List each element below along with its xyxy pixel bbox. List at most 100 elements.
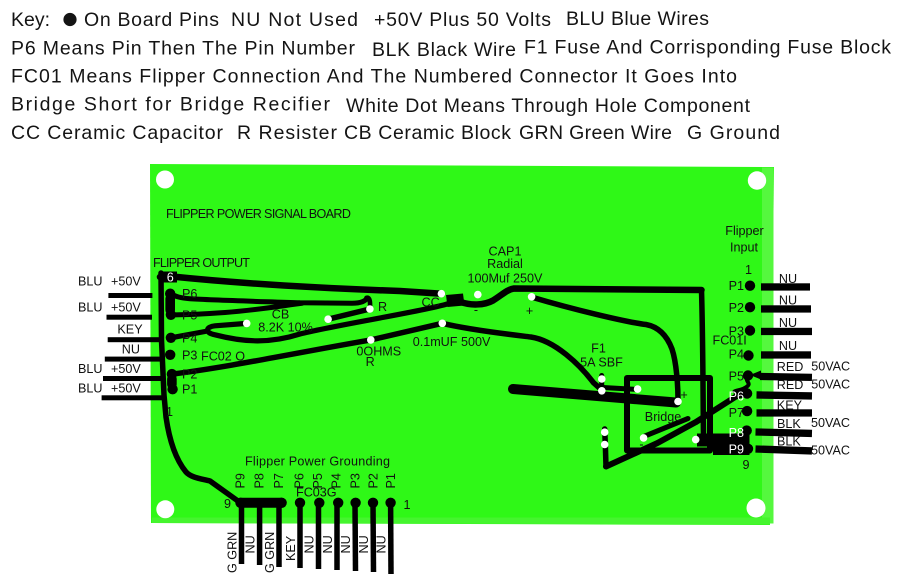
svg-text:GRN Green Wire: GRN Green Wire xyxy=(519,122,672,144)
svg-text:BLU: BLU xyxy=(78,362,103,376)
svg-text:P4: P4 xyxy=(330,473,344,488)
svg-text:Radial: Radial xyxy=(487,257,523,271)
svg-text:G GRN: G GRN xyxy=(263,532,277,573)
svg-text:Flipper: Flipper xyxy=(725,224,764,238)
svg-text:CAP1: CAP1 xyxy=(489,245,522,259)
svg-text:R: R xyxy=(366,355,375,369)
svg-text:BLK Black Wire: BLK Black Wire xyxy=(372,39,516,61)
svg-text:NU: NU xyxy=(779,272,797,286)
svg-text:NU: NU xyxy=(779,294,797,308)
svg-text:5A SBF: 5A SBF xyxy=(580,356,623,370)
svg-text:50VAC: 50VAC xyxy=(811,444,850,458)
svg-text:6: 6 xyxy=(167,270,174,284)
svg-text:P5: P5 xyxy=(311,473,325,488)
svg-text:CB: CB xyxy=(272,308,290,322)
svg-text:+: + xyxy=(526,304,533,318)
svg-text:P1: P1 xyxy=(182,383,197,397)
svg-text:+50V: +50V xyxy=(111,275,141,289)
svg-text:G Ground: G Ground xyxy=(687,122,780,144)
svg-text:P8: P8 xyxy=(729,426,744,440)
svg-text:FC01I: FC01I xyxy=(713,334,747,348)
svg-text:P3: P3 xyxy=(349,473,363,488)
svg-text:9: 9 xyxy=(742,458,749,472)
svg-text:P7: P7 xyxy=(729,406,744,420)
svg-text:NU: NU xyxy=(357,535,371,553)
svg-text:FC01 Means Flipper Connection: FC01 Means Flipper Connection And The Nu… xyxy=(11,66,737,88)
svg-text:NU: NU xyxy=(244,535,258,553)
svg-text:-: - xyxy=(639,438,643,452)
svg-text:FC03G: FC03G xyxy=(296,486,337,500)
svg-text:0OHMS: 0OHMS xyxy=(356,345,401,359)
svg-text:P1: P1 xyxy=(729,279,744,293)
svg-text:NU: NU xyxy=(375,535,389,553)
svg-text:CB Ceramic Block: CB Ceramic Block xyxy=(344,122,511,144)
svg-text:+50V: +50V xyxy=(111,301,141,315)
svg-text:50VAC: 50VAC xyxy=(811,416,850,430)
svg-text:BLK: BLK xyxy=(777,435,801,449)
svg-text:NU: NU xyxy=(339,535,353,553)
svg-text:P9: P9 xyxy=(234,473,248,488)
svg-text:F1: F1 xyxy=(591,342,606,356)
svg-text:BLU Blue Wires: BLU Blue Wires xyxy=(566,8,709,30)
svg-text:Bridge: Bridge xyxy=(645,410,681,424)
svg-text:P6: P6 xyxy=(182,287,197,301)
svg-text:White Dot Means Through Hole C: White Dot Means Through Hole Component xyxy=(346,95,751,117)
svg-text:P6: P6 xyxy=(729,390,744,404)
svg-text:G GRN: G GRN xyxy=(226,532,240,573)
svg-text:P4: P4 xyxy=(182,331,197,345)
svg-text:Input: Input xyxy=(730,241,759,255)
svg-text:9: 9 xyxy=(224,497,231,511)
svg-text:BLK: BLK xyxy=(777,417,801,431)
svg-text:P6: P6 xyxy=(293,473,307,488)
svg-text:50VAC: 50VAC xyxy=(811,378,850,392)
svg-text:P1: P1 xyxy=(384,473,398,488)
svg-text:8.2K 10%: 8.2K 10% xyxy=(258,321,313,335)
svg-text:BLU: BLU xyxy=(78,381,103,395)
svg-text:+50V: +50V xyxy=(111,381,141,395)
svg-text:Bridge Short for Bridge Recifi: Bridge Short for Bridge Recifier xyxy=(11,94,331,116)
svg-text:FLIPPER OUTPUT: FLIPPER OUTPUT xyxy=(153,256,250,270)
svg-text:+50V Plus 50 Volts: +50V Plus 50 Volts xyxy=(374,9,551,31)
svg-text:Flipper Power Grounding: Flipper Power Grounding xyxy=(245,455,390,469)
svg-text:On Board Pins: On Board Pins xyxy=(84,9,219,31)
svg-text:P2: P2 xyxy=(367,473,381,488)
svg-text:P5: P5 xyxy=(729,370,744,384)
svg-text:FC02 O: FC02 O xyxy=(201,350,245,364)
svg-text:RED: RED xyxy=(777,360,804,374)
svg-text:-: - xyxy=(474,303,478,317)
svg-text:KEY: KEY xyxy=(284,535,298,561)
svg-text:0.1mUF 500V: 0.1mUF 500V xyxy=(413,335,491,349)
svg-text:FLIPPER POWER SIGNAL BOARD: FLIPPER POWER SIGNAL BOARD xyxy=(166,207,351,221)
svg-text:KEY: KEY xyxy=(117,322,143,336)
svg-text:P9: P9 xyxy=(729,443,744,457)
svg-text:RED: RED xyxy=(777,378,804,392)
svg-text:P8: P8 xyxy=(253,473,267,488)
svg-text:R Resister: R Resister xyxy=(237,122,338,144)
svg-text:NU: NU xyxy=(321,535,335,553)
svg-text:Key:: Key: xyxy=(11,9,50,31)
svg-text:P7: P7 xyxy=(272,473,286,488)
svg-text:F1 Fuse And Corrisponding Fuse: F1 Fuse And Corrisponding Fuse Block xyxy=(524,37,891,59)
svg-text:P4: P4 xyxy=(729,348,744,362)
svg-text:NU: NU xyxy=(303,535,317,553)
svg-text:50VAC: 50VAC xyxy=(811,360,850,374)
svg-text:BLU: BLU xyxy=(78,275,103,289)
svg-text:P3: P3 xyxy=(182,348,197,362)
svg-text:P2: P2 xyxy=(729,301,744,315)
svg-text:+: + xyxy=(680,388,687,402)
svg-text:P2: P2 xyxy=(182,368,197,382)
svg-text:P3: P3 xyxy=(729,325,744,339)
svg-text:R: R xyxy=(378,300,387,314)
svg-text:1: 1 xyxy=(403,498,410,512)
svg-text:P6 Means Pin Then The Pin Numb: P6 Means Pin Then The Pin Number xyxy=(11,38,356,60)
svg-text:BLU: BLU xyxy=(78,301,103,315)
svg-text:KEY: KEY xyxy=(777,399,803,413)
svg-text:CC Ceramic Capacitor: CC Ceramic Capacitor xyxy=(11,122,224,144)
svg-text:CC: CC xyxy=(422,296,440,310)
svg-text:1: 1 xyxy=(745,263,752,277)
svg-text:+50V: +50V xyxy=(111,362,141,376)
svg-text:NU: NU xyxy=(779,316,797,330)
svg-text:NU: NU xyxy=(779,339,797,353)
svg-text:1: 1 xyxy=(166,405,173,419)
svg-text:P5: P5 xyxy=(182,308,197,322)
